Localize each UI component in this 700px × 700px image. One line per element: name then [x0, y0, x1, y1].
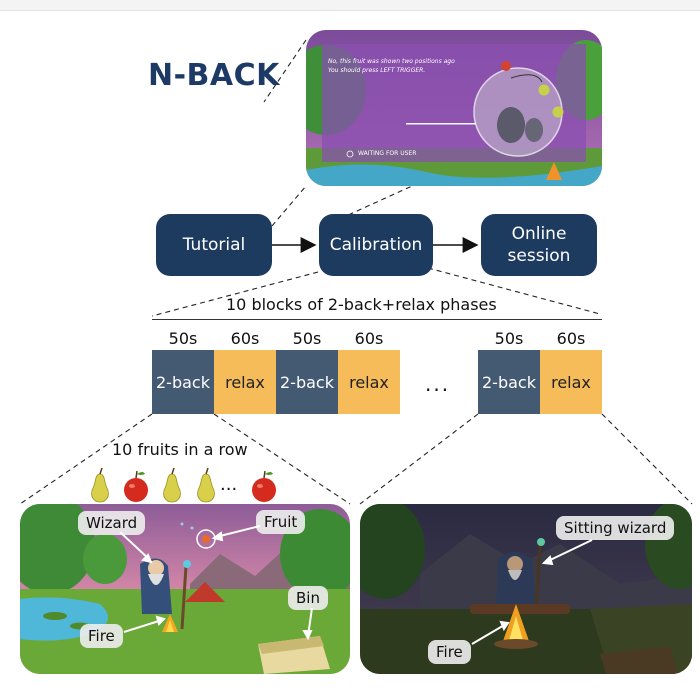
block-relax: relax — [214, 350, 276, 414]
flow-box-online-session: Online session — [481, 214, 597, 276]
label-wizard: Wizard — [78, 511, 146, 535]
fruit-sequence — [91, 467, 276, 503]
pear-icon — [91, 467, 109, 503]
vr-screenshot: No, this fruit was shown two positions a… — [306, 30, 602, 186]
apple-icon — [124, 470, 148, 502]
label-fruit: Fruit — [256, 510, 306, 534]
block-duration: 60s — [556, 329, 586, 348]
scene-right: Sitting wizard Fire — [360, 504, 692, 674]
vr-message-line2: You should press LEFT TRIGGER. — [328, 67, 426, 74]
blocks-title: 10 blocks of 2-back+relax phases — [226, 295, 497, 314]
pear-icon — [197, 467, 215, 503]
block-relax: relax — [540, 350, 602, 414]
block-duration: 60s — [230, 329, 260, 348]
apple-icon — [252, 470, 276, 502]
label-fire: Fire — [428, 640, 471, 664]
block-duration: 50s — [292, 329, 322, 348]
block-duration: 50s — [494, 329, 524, 348]
block-duration: 50s — [168, 329, 198, 348]
block-relax: relax — [338, 350, 400, 414]
fruits-ellipsis: ... — [220, 474, 238, 495]
scene-right-arrows — [471, 539, 593, 645]
blocks-ellipsis: ... — [425, 372, 451, 396]
blocks-bar — [152, 319, 602, 320]
vr-status: WAITING FOR USER — [358, 150, 417, 157]
vr-screenshot-art — [306, 30, 602, 186]
block-2-back: 2-back — [478, 350, 540, 414]
label-bin: Bin — [288, 586, 328, 610]
top-divider — [0, 0, 700, 11]
label-sitting-wizard: Sitting wizard — [556, 516, 675, 540]
scene-right-art — [360, 504, 692, 674]
flow-box-tutorial: Tutorial — [156, 214, 272, 276]
block-2-back: 2-back — [152, 350, 214, 414]
scene-left: Wizard Fruit Bin Fire — [20, 504, 350, 674]
block-2-back: 2-back — [276, 350, 338, 414]
label-fire: Fire — [80, 624, 123, 648]
flow-box-calibration: Calibration — [319, 214, 433, 276]
scene-left-art — [20, 504, 350, 674]
fruits-title: 10 fruits in a row — [112, 440, 248, 459]
block-duration: 60s — [354, 329, 384, 348]
vr-message-line1: No, this fruit was shown two positions a… — [328, 58, 455, 65]
pear-icon — [163, 467, 181, 503]
scene-left-arrows — [119, 525, 313, 641]
diagram-title: N-BACK — [148, 58, 280, 93]
